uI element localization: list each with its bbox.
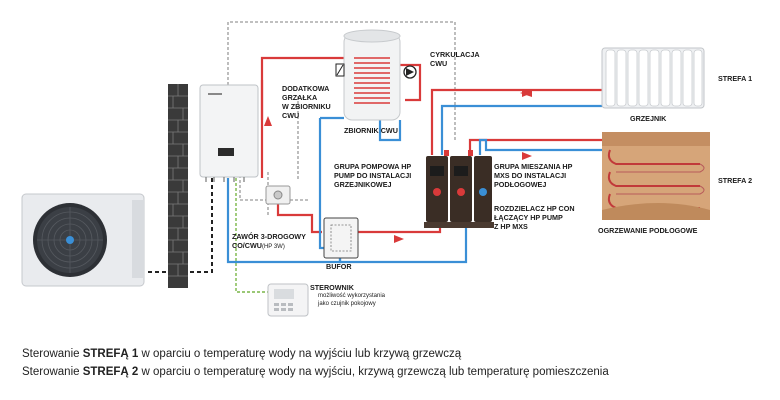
caption-zone1: Sterowanie STREFĄ 1 w oparciu o temperat… xyxy=(22,348,462,360)
zone2-label: STREFA 2 xyxy=(718,176,753,185)
floor-heating-icon xyxy=(602,132,710,220)
pump-groups xyxy=(424,150,494,228)
radiator-label: GRZEJNIK xyxy=(630,114,667,123)
controller-cable xyxy=(235,178,268,293)
controller-icon xyxy=(267,283,309,317)
dhw-tank xyxy=(343,29,401,121)
floor-heating-label: OGRZEWANIE PODŁOGOWE xyxy=(598,226,698,235)
buffer-tank xyxy=(323,217,359,259)
flow-arrows xyxy=(264,89,532,243)
controller-label: STEROWNIK xyxy=(310,283,354,292)
heater-label: DODATKOWA GRZAŁKA W ZBIORNIKU CWU xyxy=(282,84,331,120)
valve-label: ZAWÓR 3-DROGOWY CO/CWU(HP 3W) xyxy=(232,232,306,250)
indoor-unit xyxy=(199,84,259,182)
pump-group-label: GRUPA POMPOWA HP PUMP DO INSTALACJI GRZE… xyxy=(334,162,412,189)
distributor-label: ROZDZIELACZ HP CON ŁĄCZĄCY HP PUMP Z HP … xyxy=(494,204,575,231)
caption-zone2: Sterowanie STREFĄ 2 w oparciu o temperat… xyxy=(22,366,609,378)
zone1-label: STREFA 1 xyxy=(718,74,753,83)
wall xyxy=(168,84,188,288)
circulation-pump-icon xyxy=(403,65,417,79)
mixing-group-label: GRUPA MIESZANIA HP MXS DO INSTALACJI POD… xyxy=(494,162,573,189)
controller-note: możliwość wykorzystania jako czujnik pok… xyxy=(318,293,386,307)
heating-system-diagram xyxy=(21,21,710,317)
tank-label: ZBIORNIK CWU xyxy=(344,126,398,135)
radiator-icon xyxy=(601,47,705,109)
heater-icon xyxy=(335,63,345,77)
three-way-valve-icon xyxy=(265,185,291,205)
buffer-label: BUFOR xyxy=(326,262,352,271)
circulation-label: CYRKULACJA CWU xyxy=(430,50,480,68)
outdoor-unit xyxy=(21,193,145,287)
